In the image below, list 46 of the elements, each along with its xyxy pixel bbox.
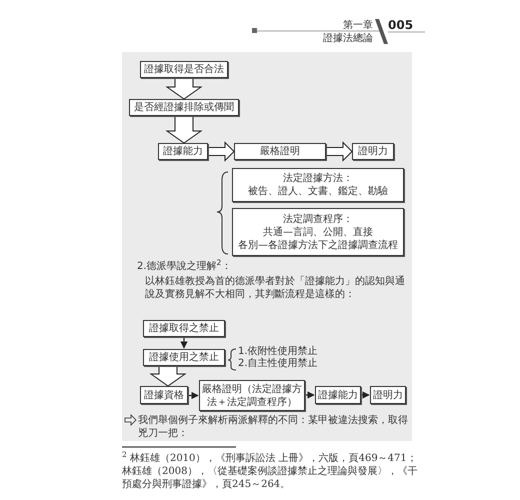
process-box — [143, 349, 225, 366]
box-text: 證明力 — [373, 388, 403, 402]
box-text: 證據資格 — [144, 388, 184, 402]
process-box — [232, 168, 404, 202]
box-text: 法定證據方法： — [283, 172, 353, 185]
process-box — [352, 143, 394, 160]
box-text: 共通—言詞、公開、直接 — [263, 226, 373, 238]
process-box — [140, 61, 228, 78]
box-text: 證據能力 — [163, 145, 203, 158]
box-text: 證據取得之禁止 — [149, 322, 219, 335]
chapter-label: 第一章 — [342, 20, 373, 31]
box-text: 證據取得是否合法 — [144, 63, 224, 76]
arrow — [180, 337, 188, 349]
process-box — [234, 143, 326, 160]
process-box — [232, 208, 404, 256]
box-text: 證據能力 — [318, 388, 358, 402]
box-text: 法定調查程序： — [283, 212, 353, 226]
box-text: 證明力 — [358, 145, 388, 158]
box-text: 嚴格證明 — [260, 145, 300, 158]
process-box — [315, 386, 361, 404]
hollow-arrow — [208, 141, 235, 162]
page-number: 005 — [388, 19, 414, 32]
process-box — [129, 99, 239, 116]
box-text: 嚴格證明（法定證據方法＋法定調查程序） — [202, 382, 302, 408]
box-text: 證據使用之禁止 — [149, 351, 219, 364]
process-box — [143, 320, 225, 337]
hollow-arrow — [165, 78, 203, 100]
hollow-arrow — [165, 116, 203, 144]
paragraph: 以林鈺雄教授為首的德派學者對於「證據能力」的認知與通說及實務見解不大相同，其判斷流程是這樣的： — [145, 275, 406, 301]
arrow — [305, 391, 315, 399]
process-box — [140, 386, 188, 404]
process-box — [370, 386, 406, 404]
list-item: 2.自主性使用禁止 — [238, 358, 318, 369]
arrow — [361, 391, 370, 399]
footnote: $^{2}$ 林鈺雄（2010），《刑事訴訟法 上冊》，六版，頁469～471；林鈺雄（2008），〈從基礎案例談證據禁止之理論與發展〉，《干預處分與刑事證據》，頁245～264。 — [122, 452, 418, 491]
list-item: 1.依附性使用禁止 — [238, 346, 318, 357]
box-text: 是否經證據排除或傳聞 — [134, 101, 234, 114]
chapter-title: 證據法總論 — [322, 33, 373, 44]
section-heading: 2.德派學說之理解$^{2}$： — [137, 261, 232, 273]
hollow-arrow — [326, 141, 353, 162]
box-text: 各別—各證據方法下之證據調查流程 — [238, 238, 398, 252]
hollow-arrow — [149, 366, 187, 387]
arrow — [188, 392, 199, 400]
box-text: 被告、證人、文書、鑑定、勘驗 — [248, 185, 388, 198]
process-box — [158, 143, 208, 160]
paragraph: 我們舉個例子來解析兩派解釋的不同：某甲被違法搜索，取得兇刀一把： — [138, 414, 409, 440]
